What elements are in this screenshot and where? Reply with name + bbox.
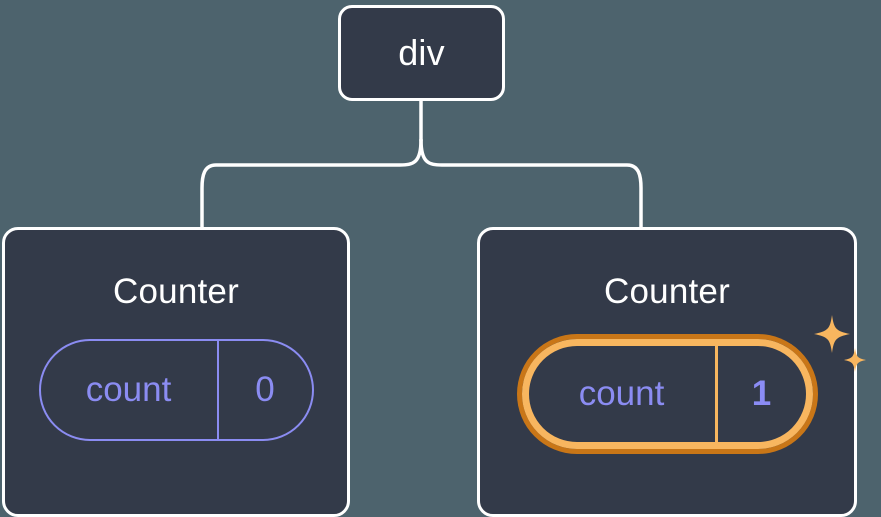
state-value-left: 0 [255,370,275,409]
state-key-left: count [85,370,172,409]
node-counter-right-label: Counter [604,272,730,311]
component-tree-diagram: div Counter count 0 Counter count 1 [2,5,866,517]
node-div-label: div [398,32,445,73]
sparkle-small-icon [843,348,866,372]
connector-to-left-child [200,138,423,229]
connector-to-right-child [419,138,643,229]
state-pill-divider-right [714,346,718,442]
node-counter-left[interactable]: Counter count 0 [2,227,350,517]
state-pill-right[interactable]: count 1 [521,339,813,449]
state-key-right: count [578,374,665,413]
node-counter-left-label: Counter [113,272,239,311]
state-pill-left[interactable]: count 0 [38,339,314,441]
node-counter-right[interactable]: Counter count 1 [477,227,866,517]
state-pill-wrapper-left: count 0 [38,339,314,441]
node-div[interactable]: div [338,5,505,101]
state-pill-divider-left [216,341,219,439]
sparkle-icon [813,315,850,353]
sparkles-group [813,315,866,372]
state-pill-wrapper-right: count 1 [521,315,866,449]
state-value-right: 1 [751,374,772,413]
